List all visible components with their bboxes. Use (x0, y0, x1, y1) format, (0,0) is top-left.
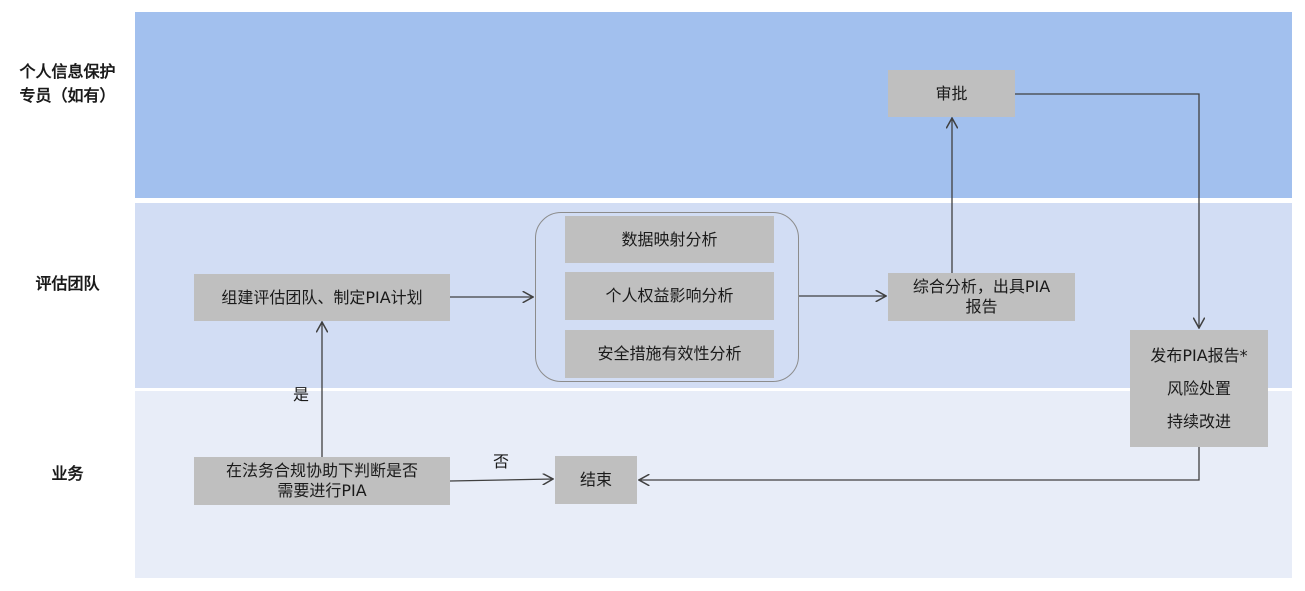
end-box: 结束 (555, 456, 637, 504)
arrow-approve-to-publish (1015, 93, 1199, 328)
publish-report-line: 发布PIA报告* (1150, 346, 1248, 365)
arrow-judge-to-end (449, 479, 553, 481)
comprehensive-analysis-box: 综合分析，出具PIA 报告 (888, 273, 1075, 321)
data-mapping-box: 数据映射分析 (565, 216, 774, 263)
lane-label-assessment-team: 评估团队 (35, 274, 100, 293)
rights-impact-box: 个人权益影响分析 (565, 272, 774, 320)
form-team-box: 组建评估团队、制定PIA计划 (194, 274, 450, 321)
arrow-publish-to-end (639, 447, 1200, 480)
continuous-improvement-line: 持续改进 (1166, 412, 1231, 431)
approve-box: 审批 (888, 70, 1015, 117)
edge-label-no: 否 (493, 452, 510, 471)
risk-handling-line: 风险处置 (1166, 379, 1231, 398)
security-effectiveness-box: 安全措施有效性分析 (565, 330, 774, 378)
analysis-group (535, 212, 799, 382)
lane-label-business: 业务 (51, 464, 84, 483)
publish-report-box: 发布PIA报告* 风险处置 持续改进 (1130, 330, 1268, 447)
judge-pia-box: 在法务合规协助下判断是否 需要进行PIA (194, 457, 450, 505)
lane-label-protection-officer: 个人信息保护 专员（如有） (19, 62, 116, 105)
edge-label-yes: 是 (293, 385, 310, 404)
lane-protection-officer (135, 12, 1292, 198)
